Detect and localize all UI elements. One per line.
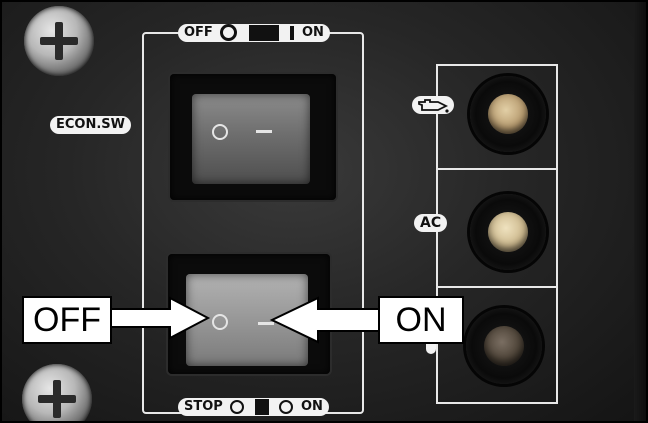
on-callout: ON — [378, 296, 464, 344]
indicator-divider-1 — [436, 168, 558, 170]
bottom-lamp-lens — [484, 326, 524, 366]
switch-symbol-icon — [248, 24, 279, 41]
ac-label: AC — [414, 214, 448, 232]
econ-rocker-switch[interactable] — [192, 94, 310, 184]
stop-symbol-icon — [230, 399, 245, 414]
bottom-stop-on-label: STOP ON — [178, 398, 329, 416]
top-off-on-label: OFF ON — [178, 24, 330, 42]
ac-indicator-lamp — [470, 194, 546, 270]
indicator-divider-2 — [436, 286, 558, 288]
top-off-text: OFF — [184, 25, 213, 40]
econ-sw-label: ECON.SW — [50, 116, 131, 134]
panel-edge — [634, 2, 646, 421]
off-arrow-icon — [109, 296, 211, 340]
engine-off-ring-icon — [212, 314, 228, 330]
oil-warning-label — [412, 96, 454, 114]
bottom-stop-text: STOP — [184, 399, 223, 414]
indicator-group-outline — [436, 64, 558, 404]
switch-symbol-icon — [254, 398, 269, 415]
ac-lamp-lens — [488, 212, 528, 252]
bottom-lamp-label — [426, 338, 436, 354]
bottom-on-text: ON — [300, 399, 323, 414]
top-on-text: ON — [301, 25, 324, 40]
econ-off-ring-icon — [212, 124, 228, 140]
on-bar-icon — [290, 25, 295, 40]
bottom-left-screw-icon — [22, 364, 92, 421]
top-left-screw-icon — [24, 6, 94, 76]
off-circle-icon — [220, 24, 238, 41]
off-callout: OFF — [22, 296, 112, 344]
oil-lamp-lens — [488, 94, 528, 134]
on-arrow-icon — [269, 296, 381, 344]
engine-on-dash-icon — [258, 322, 274, 325]
oil-indicator-lamp — [470, 76, 546, 152]
start-symbol-icon — [279, 399, 294, 414]
bottom-indicator-lamp — [466, 308, 542, 384]
econ-on-dash-icon — [256, 130, 272, 133]
oil-can-icon — [418, 99, 449, 113]
